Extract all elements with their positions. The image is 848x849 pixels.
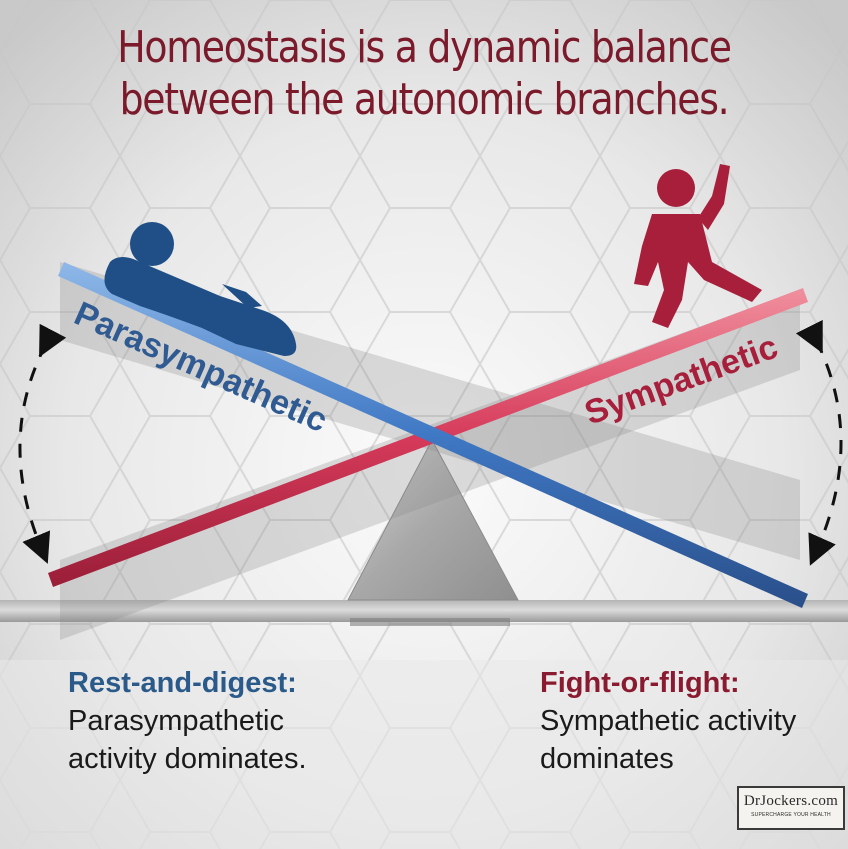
drjockers-logo: DrJockers.com SUPERCHARGE YOUR HEALTH [737,786,845,830]
logo-name: DrJockers.com [743,793,839,809]
fight-or-flight-caption: Fight-or-flight: Sympathetic activity do… [540,664,796,778]
fulcrum-base-shadow [350,618,510,626]
left-tilt-arrow [18,323,67,564]
rest-and-digest-caption: Rest-and-digest: Parasympathetic activit… [68,664,307,778]
reclining-person-icon [104,222,297,356]
page-title: Homeostasis is a dynamic balance between… [59,22,788,126]
rest-and-digest-line-2: activity dominates. [68,743,307,775]
running-person-icon [634,164,762,328]
rest-and-digest-line-1: Parasympathetic [68,705,284,737]
fulcrum [347,438,519,601]
floor-slab [0,600,848,622]
title-line-2: between the autonomic branches. [119,74,730,125]
fight-or-flight-line-1: Sympathetic activity [540,705,797,737]
fight-or-flight-line-2: dominates [540,743,674,775]
right-tilt-arrow [795,319,843,566]
sympathetic-plank [60,290,800,640]
fight-or-flight-heading: Fight-or-flight: [540,667,740,699]
title-line-1: Homeostasis is a dynamic balance [117,22,732,73]
logo-tagline: SUPERCHARGE YOUR HEALTH [751,812,831,818]
rest-and-digest-heading: Rest-and-digest: [68,667,297,699]
caption-area [0,660,848,849]
parasympathetic-beam [58,262,808,608]
